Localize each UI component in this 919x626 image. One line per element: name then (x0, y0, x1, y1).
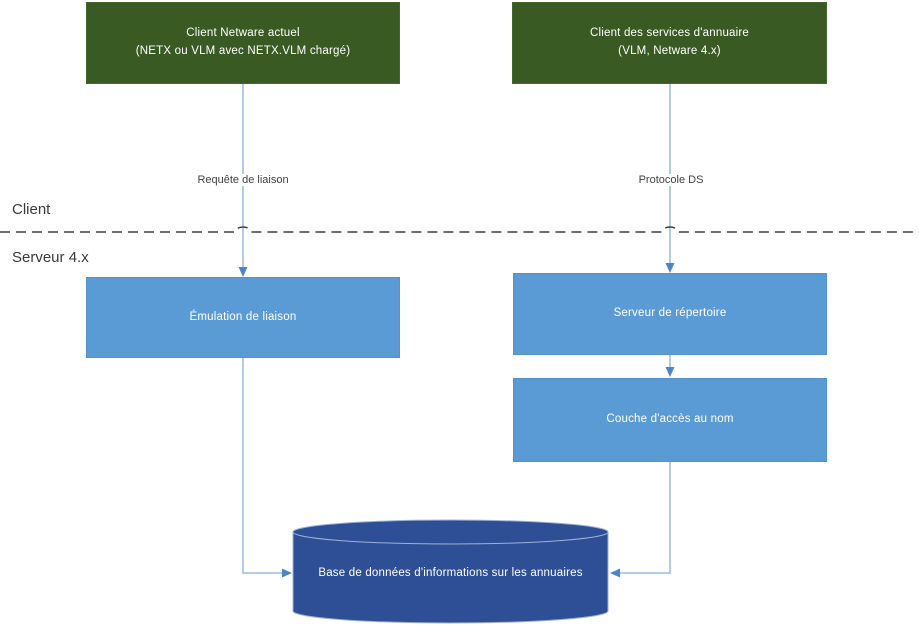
node-directory-client: Client des services d'annuaire (VLM, Net… (512, 2, 827, 84)
edge-label-bind-request: Requête de liaison (193, 174, 293, 186)
node-directory-database-label: Base de données d'informations sur les a… (318, 567, 583, 579)
node-directory-client-line2: (VLM, Netware 4.x) (618, 45, 721, 57)
node-bindery-emulation: Émulation de liaison (86, 277, 400, 358)
database-cylinder (292, 519, 609, 624)
edge-emulation-to-db-line (242, 358, 282, 574)
arrow-down-icon (665, 367, 675, 377)
edge-label-ds-protocol: Protocole DS (634, 174, 708, 186)
edge-layer-to-db-line (620, 462, 671, 574)
zone-label-server: Serveur 4.x (12, 249, 89, 266)
node-client-netware-line2: (NETX ou VLM avec NETX.VLM chargé) (135, 45, 351, 57)
node-name-access-layer-label: Couche d'accès au nom (606, 413, 734, 426)
node-client-netware: Client Netware actuel (NETX ou VLM avec … (86, 2, 400, 84)
arrow-down-icon (665, 263, 675, 273)
node-directory-server-label: Serveur de répertoire (613, 307, 727, 320)
node-name-access-layer: Couche d'accès au nom (513, 378, 827, 462)
node-bindery-emulation-label: Émulation de liaison (189, 310, 297, 323)
zone-label-client: Client (12, 201, 51, 218)
database-cylinder-rim (292, 531, 609, 545)
node-client-netware-line1: Client Netware actuel (186, 27, 300, 40)
client-server-divider (0, 226, 919, 233)
node-directory-server: Serveur de répertoire (513, 273, 827, 355)
arrow-right-icon (282, 568, 292, 578)
node-directory-client-line1: Client des services d'annuaire (589, 27, 750, 40)
arrow-left-icon (610, 568, 620, 578)
arrow-down-icon (238, 267, 248, 277)
